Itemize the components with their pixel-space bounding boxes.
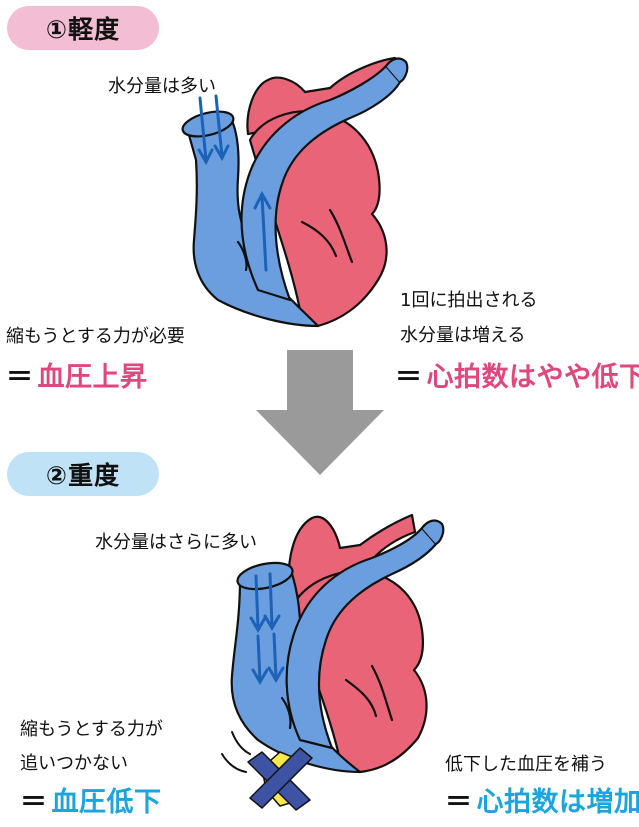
severe-right-result: 心拍数は増加 bbox=[476, 787, 639, 818]
mild-left-equals: ＝ bbox=[6, 362, 34, 393]
severe-right-result-line: ＝心拍数は増加 bbox=[445, 780, 639, 819]
severe-left-result: 血圧低下 bbox=[51, 787, 162, 818]
mild-right-result: 心拍数はやや低下 bbox=[426, 362, 639, 393]
mild-right-text-2: 水分量は増える bbox=[400, 325, 526, 346]
mild-right-equals: ＝ bbox=[395, 362, 423, 393]
severe-left-result-line: ＝血圧低下 bbox=[20, 780, 162, 819]
mild-left-result: 血圧上昇 bbox=[37, 362, 148, 393]
severe-left-equals: ＝ bbox=[20, 787, 48, 818]
severe-badge: ②重度 bbox=[7, 452, 159, 496]
mild-water-label: 水分量は多い bbox=[108, 76, 216, 97]
mild-badge: ①軽度 bbox=[7, 6, 159, 50]
mild-left-text: 縮もうとする力が必要 bbox=[6, 326, 185, 347]
mild-right-text-1: 1回に拍出される bbox=[400, 290, 538, 311]
severe-right-text: 低下した血圧を補う bbox=[445, 754, 607, 775]
severe-left-text-2: 追いつかない bbox=[20, 753, 128, 774]
severe-left-text-1: 縮もうとする力が bbox=[20, 719, 163, 740]
severe-water-label: 水分量はさらに多い bbox=[95, 532, 257, 553]
mild-right-result-line: ＝心拍数はやや低下 bbox=[395, 355, 639, 394]
mild-left-result-line: ＝血圧上昇 bbox=[6, 355, 148, 394]
severe-right-equals: ＝ bbox=[445, 787, 473, 818]
